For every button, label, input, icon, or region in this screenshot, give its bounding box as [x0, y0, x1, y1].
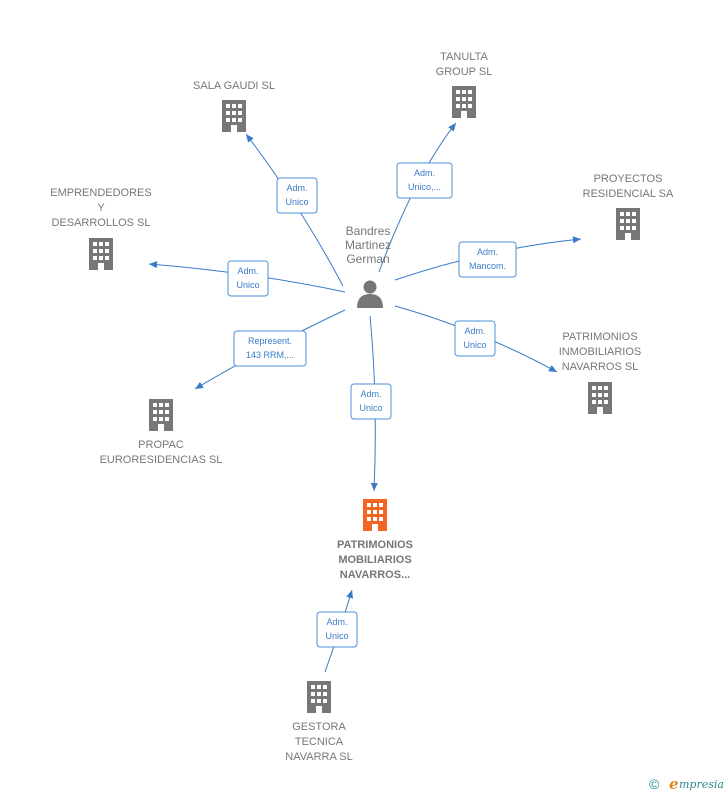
arrowhead-rel-gestora	[346, 590, 354, 599]
company-node-tanulta[interactable]: TANULTA GROUP SL	[436, 51, 493, 118]
building-icon	[222, 100, 246, 132]
company-node-proyectos[interactable]: PROYECTOS RESIDENCIAL SA	[583, 173, 674, 240]
building-icon	[307, 681, 331, 713]
relation-box	[276, 177, 318, 214]
company-name-line: TANULTA	[440, 51, 488, 63]
relation-label-patrimonios-mobiliarios[interactable]: Adm. Unico	[350, 383, 392, 420]
company-name-line: TECNICA	[295, 736, 344, 748]
company-node-emprendedores[interactable]: EMPRENDEDORES Y DESARROLLOS SL	[50, 187, 152, 270]
relation-box	[233, 330, 307, 367]
relation-box	[316, 611, 358, 648]
company-name-line: NAVARROS...	[340, 569, 411, 581]
relation-label-patrimonios-inmobiliarios[interactable]: Adm. Unico	[454, 320, 496, 357]
building-icon	[616, 208, 640, 240]
arrowhead-rel-propac	[195, 381, 204, 389]
relation-text: Unico	[325, 631, 348, 641]
person-name-line: Bandres	[346, 224, 391, 238]
company-name-line: PROYECTOS	[594, 173, 663, 185]
brand-name: mpresia	[679, 778, 724, 791]
company-node-patrimonios-inmobiliarios[interactable]: PATRIMONIOS INMOBILIARIOS NAVARROS SL	[559, 331, 642, 414]
building-icon	[452, 86, 476, 118]
brand-initial: e	[669, 775, 679, 793]
relation-box	[350, 383, 392, 420]
relation-text: Unico	[285, 197, 308, 207]
arrowhead-rel-emprendedores	[149, 261, 158, 269]
company-name-line: EMPRENDEDORES	[50, 187, 151, 199]
empresia-watermark: © e mpresia	[649, 775, 724, 793]
company-name-line: SALA GAUDI SL	[193, 80, 275, 92]
building-icon	[89, 238, 113, 270]
relation-text: Adm.	[464, 326, 485, 336]
company-node-gestora[interactable]: GESTORA TECNICA NAVARRA SL	[285, 681, 353, 763]
relation-text: 143 RRM,...	[246, 350, 294, 360]
company-name-line: INMOBILIARIOS	[559, 346, 642, 358]
relation-text: Mancom.	[469, 261, 506, 271]
company-node-patrimonios-mobiliarios[interactable]: PATRIMONIOS MOBILIARIOS NAVARROS...	[337, 499, 413, 581]
building-icon	[149, 399, 173, 431]
company-name-line: NAVARROS SL	[562, 361, 639, 373]
arrowhead-rel-sala-gaudi	[246, 134, 254, 143]
arrowhead-rel-patrimonios-inmobiliarios	[548, 365, 557, 372]
company-name-line: GESTORA	[292, 721, 346, 733]
relation-box	[458, 241, 517, 278]
relation-text: Adm.	[326, 617, 347, 627]
relation-label-sala-gaudi[interactable]: Adm. Unico	[276, 177, 318, 214]
person-icon	[357, 280, 383, 308]
company-name-line: GROUP SL	[436, 66, 493, 78]
relation-label-tanulta[interactable]: Adm. Unico,...	[396, 162, 453, 199]
arrowhead-rel-patrimonios-mobiliarios	[370, 482, 378, 491]
relation-text: Unico	[236, 280, 259, 290]
relation-text: Unico,...	[408, 182, 441, 192]
person-name-line: German	[346, 252, 389, 266]
relation-text: Unico	[463, 340, 486, 350]
relation-text: Adm.	[414, 168, 435, 178]
relation-text: Adm.	[286, 183, 307, 193]
company-name-line: RESIDENCIAL SA	[583, 188, 674, 200]
relation-text: Represent.	[248, 336, 292, 346]
company-name-line: PATRIMONIOS	[562, 331, 637, 343]
building-icon	[363, 499, 387, 531]
company-name-line: EURORESIDENCIAS SL	[100, 454, 223, 466]
company-node-sala-gaudi[interactable]: SALA GAUDI SL	[193, 80, 275, 132]
person-name-line: Martinez	[345, 238, 391, 252]
company-name-line: PROPAC	[138, 439, 184, 451]
relation-box	[454, 320, 496, 357]
building-icon	[588, 382, 612, 414]
company-name-line: NAVARRA SL	[285, 751, 352, 763]
relation-text: Unico	[359, 403, 382, 413]
company-name-line: MOBILIARIOS	[338, 554, 411, 566]
relation-label-gestora[interactable]: Adm. Unico	[316, 611, 358, 648]
company-name-line: DESARROLLOS SL	[51, 217, 150, 229]
relation-label-propac[interactable]: Represent. 143 RRM,...	[233, 330, 307, 367]
relation-box	[227, 260, 269, 297]
arrowhead-rel-proyectos	[572, 236, 581, 244]
relation-box	[396, 162, 453, 199]
company-node-propac[interactable]: PROPAC EURORESIDENCIAS SL	[100, 399, 223, 466]
copyright-symbol: ©	[649, 776, 660, 792]
relation-text: Adm.	[360, 389, 381, 399]
relation-label-proyectos[interactable]: Adm. Mancom.	[458, 241, 517, 278]
company-name-line: PATRIMONIOS	[337, 539, 413, 551]
arrowhead-rel-tanulta	[448, 123, 456, 132]
company-name-line: Y	[97, 202, 105, 214]
relation-text: Adm.	[237, 266, 258, 276]
relation-text: Adm.	[477, 247, 498, 257]
relation-label-emprendedores[interactable]: Adm. Unico	[227, 260, 269, 297]
